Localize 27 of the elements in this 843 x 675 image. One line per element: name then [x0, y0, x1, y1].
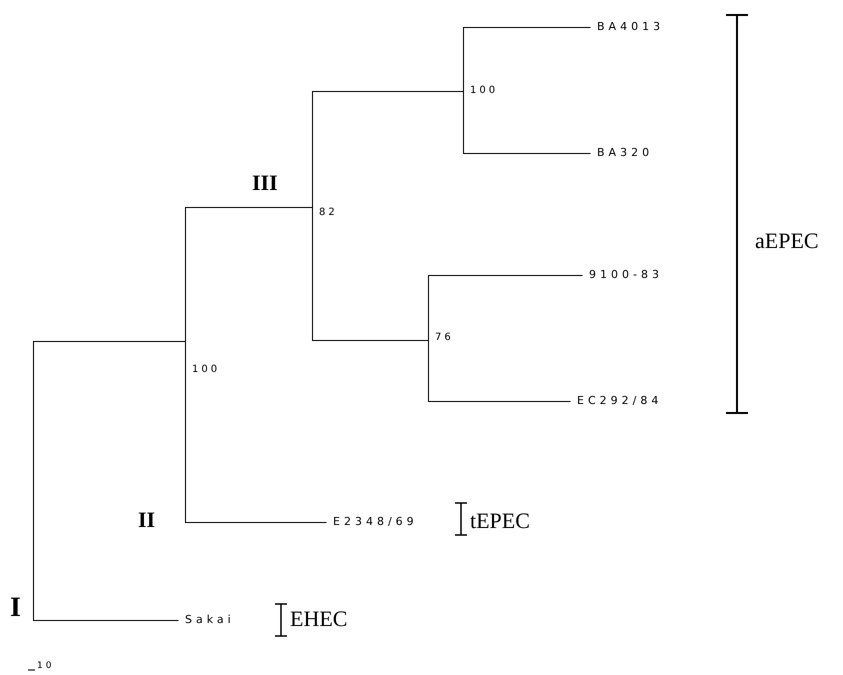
clade-numeral: II — [138, 509, 156, 531]
bootstrap-value: 76 — [435, 332, 454, 344]
tree-branch — [428, 275, 583, 276]
tree-branch — [463, 27, 591, 28]
group-label: tEPEC — [470, 510, 530, 532]
bootstrap-value: 100 — [192, 364, 220, 376]
scale-label: 10 — [37, 662, 54, 671]
tree-branch — [312, 91, 464, 92]
clade-numeral: III — [252, 172, 278, 194]
tree-branch — [33, 620, 179, 621]
taxon-label: EC292/84 — [570, 394, 662, 408]
clade-numeral: I — [10, 594, 21, 622]
taxon-label: E2348/69 — [326, 515, 418, 529]
taxon-label: Sakai — [178, 613, 235, 627]
tree-branch — [428, 401, 571, 402]
taxon-label: BA4013 — [590, 20, 664, 34]
tree-branch — [33, 341, 186, 342]
tree-branch — [312, 340, 429, 341]
bootstrap-value: 100 — [470, 85, 498, 97]
group-label: EHEC — [290, 608, 348, 630]
taxon-label: BA320 — [590, 146, 654, 160]
group-label: aEPEC — [755, 230, 819, 252]
tree-branch — [185, 207, 313, 208]
bootstrap-value: 82 — [319, 207, 338, 219]
tree-branch — [185, 522, 327, 523]
taxon-label: 9100-83 — [582, 268, 663, 282]
tree-branch — [463, 153, 591, 154]
